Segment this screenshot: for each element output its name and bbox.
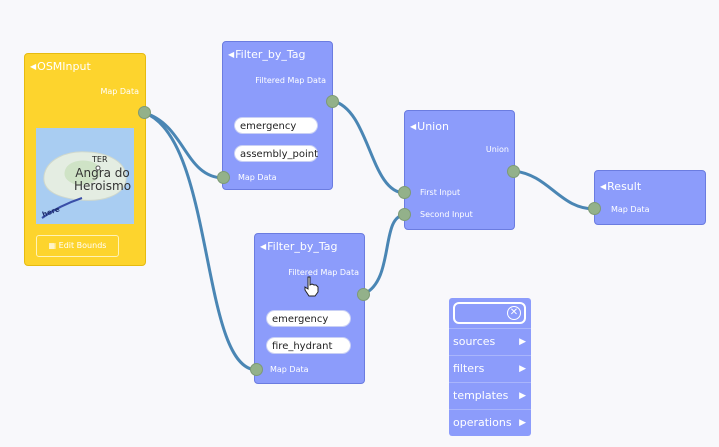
- input-label: Map Data: [238, 173, 277, 182]
- palette-item-filters[interactable]: filters ▶: [449, 355, 531, 381]
- node-title: ◀Union: [410, 120, 449, 133]
- filter-by-tag-node-2[interactable]: ◀Filter_by_Tag Filtered Map Data emergen…: [254, 233, 365, 384]
- collapse-triangle-icon[interactable]: ◀: [600, 182, 607, 191]
- palette-item-label: operations: [453, 416, 512, 429]
- node-palette: ✕ sources ▶ filters ▶ templates ▶ operation…: [449, 298, 531, 436]
- tag-key-input[interactable]: emergency: [234, 117, 318, 134]
- result-node[interactable]: ◀Result Map Data: [594, 170, 706, 225]
- union-output-port[interactable]: [507, 165, 520, 178]
- palette-item-sources[interactable]: sources ▶: [449, 328, 531, 354]
- first-input-label: First Input: [420, 188, 461, 197]
- tag-value-input[interactable]: assembly_point: [234, 145, 318, 162]
- edit-bounds-button[interactable]: ▦ Edit Bounds: [36, 235, 119, 257]
- node-title-text: Filter_by_Tag: [235, 48, 306, 61]
- collapse-triangle-icon[interactable]: ◀: [228, 50, 235, 59]
- map-marker-label: TER: [92, 155, 108, 164]
- filter2-input-port[interactable]: [250, 363, 263, 376]
- triangle-right-icon: ▶: [519, 337, 526, 347]
- node-title-text: Result: [607, 180, 642, 193]
- output-label: Union: [485, 145, 509, 154]
- node-title-text: OSMInput: [37, 60, 91, 73]
- input-label: Map Data: [270, 365, 309, 374]
- palette-item-label: templates: [453, 389, 509, 402]
- map-place-label: Angra do Heroismo: [74, 167, 131, 193]
- collapse-triangle-icon[interactable]: ◀: [260, 242, 267, 251]
- triangle-right-icon: ▶: [519, 391, 526, 401]
- palette-item-label: sources: [453, 335, 496, 348]
- edge-union-result: [513, 169, 597, 211]
- union-node[interactable]: ◀Union Union First Input Second Input: [404, 110, 515, 230]
- close-circle-icon[interactable]: ✕: [507, 306, 521, 320]
- map-icon: ▦: [48, 241, 59, 250]
- union-first-input-port[interactable]: [398, 186, 411, 199]
- place-line-1: Angra do: [75, 166, 130, 180]
- filter-by-tag-node-1[interactable]: ◀Filter_by_Tag Filtered Map Data emergen…: [222, 41, 333, 190]
- node-title: ◀Filter_by_Tag: [228, 48, 306, 61]
- osm-input-node[interactable]: ◀OSMInput Map Data TER Angra do Heroismo…: [24, 53, 146, 266]
- node-title-text: Union: [417, 120, 449, 133]
- hand-cursor-icon: [304, 276, 319, 297]
- map-preview[interactable]: TER Angra do Heroismo here: [36, 128, 134, 224]
- tag-key-input[interactable]: emergency: [266, 310, 351, 327]
- node-title: ◀Result: [600, 180, 641, 193]
- collapse-triangle-icon[interactable]: ◀: [410, 122, 417, 131]
- union-second-input-port[interactable]: [398, 208, 411, 221]
- edge-filter2-union: [363, 213, 406, 296]
- island-map-icon: [36, 128, 134, 224]
- output-label: Filtered Map Data: [288, 268, 359, 277]
- edge-osm-filter1: [144, 111, 225, 180]
- triangle-right-icon: ▶: [519, 364, 526, 374]
- node-title-text: Filter_by_Tag: [267, 240, 338, 253]
- output-label: Filtered Map Data: [255, 76, 326, 85]
- collapse-triangle-icon[interactable]: ◀: [30, 62, 37, 71]
- filter2-output-port[interactable]: [357, 288, 370, 301]
- palette-item-templates[interactable]: templates ▶: [449, 382, 531, 408]
- filter1-input-port[interactable]: [217, 171, 230, 184]
- node-title: ◀Filter_by_Tag: [260, 240, 338, 253]
- palette-item-label: filters: [453, 362, 485, 375]
- palette-search-input[interactable]: ✕: [453, 302, 526, 324]
- output-label: Map Data: [100, 87, 139, 96]
- place-line-2: Heroismo: [74, 179, 132, 193]
- input-label: Map Data: [611, 205, 650, 214]
- edit-bounds-label: Edit Bounds: [58, 241, 107, 250]
- osm-output-port[interactable]: [138, 106, 151, 119]
- filter1-output-port[interactable]: [326, 95, 339, 108]
- triangle-right-icon: ▶: [519, 418, 526, 428]
- palette-item-operations[interactable]: operations ▶: [449, 409, 531, 435]
- second-input-label: Second Input: [420, 210, 473, 219]
- edge-filter1-union: [332, 99, 406, 195]
- node-title: ◀OSMInput: [30, 60, 91, 73]
- tag-value-input[interactable]: fire_hydrant: [266, 337, 351, 354]
- result-input-port[interactable]: [588, 202, 601, 215]
